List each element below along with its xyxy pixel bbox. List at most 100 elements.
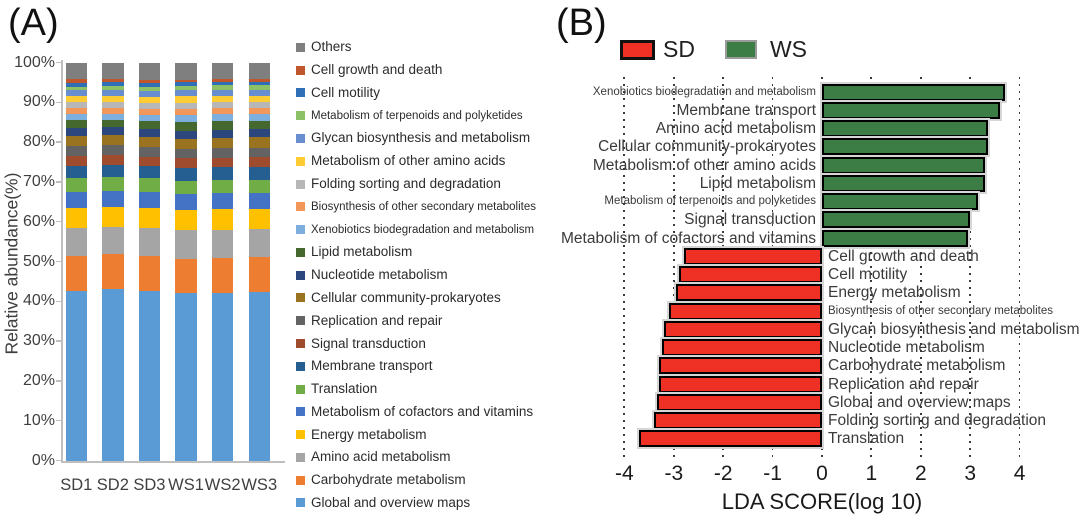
stacked-bar-segment — [138, 79, 161, 83]
x-axis-tick-label: -2 — [713, 462, 733, 485]
lda-bar-label: Translation — [828, 430, 905, 448]
stacked-bar-segment — [175, 210, 197, 231]
legend-label: Metabolism of terpenoids and polyketides — [311, 109, 523, 122]
y-axis-tick-mark — [56, 220, 61, 223]
stacked-bar-segment — [138, 191, 161, 208]
x-axis-tick-label: 2 — [914, 462, 927, 485]
y-axis-tick-mark — [56, 141, 61, 143]
stacked-bar-segment — [248, 62, 270, 79]
stacked-bar-segment — [175, 230, 197, 259]
stacked-bar-segment — [211, 62, 234, 79]
legend-swatch — [296, 316, 305, 326]
gridline — [919, 77, 922, 458]
stacked-bar-segment — [102, 191, 124, 207]
stacked-bar-segment — [102, 254, 124, 290]
gridline — [969, 77, 971, 458]
stacked-bar-segment — [175, 293, 197, 461]
legend-label-sd: SD — [663, 36, 695, 62]
legend-swatch — [296, 225, 305, 235]
legend-label: Lipid metabolism — [311, 244, 413, 260]
x-axis-category-label: SD3 — [133, 476, 166, 494]
legend-label: Xenobiotics biodegradation and metabolis… — [311, 223, 535, 236]
stacked-bar-segment — [175, 82, 197, 87]
y-axis-tick-label: 80% — [22, 133, 55, 151]
x-axis-tick-label: 4 — [1013, 462, 1026, 485]
stacked-bar-segment — [211, 121, 234, 130]
lda-bar-label: Energy metabolism — [828, 284, 961, 302]
lda-bar-label: Cell motility — [828, 266, 908, 284]
legend-label: Energy metabolism — [311, 426, 427, 442]
stacked-bar-segment — [102, 62, 124, 79]
lda-bar — [822, 120, 988, 137]
lda-bar-label: Biosynthesis of other secondary metaboli… — [828, 304, 1054, 317]
stacked-bar-segment — [102, 96, 124, 103]
stacked-bar-segment — [248, 107, 270, 115]
stacked-bar-segment — [138, 146, 161, 157]
legend-label: Metabolism of cofactors and vitamins — [311, 403, 534, 419]
stacked-bar-segment — [65, 177, 87, 192]
stacked-bar-segment — [138, 96, 161, 103]
stacked-bar-segment — [65, 291, 87, 461]
stacked-bar — [211, 62, 234, 461]
x-axis-category-label: WS2 — [204, 476, 241, 494]
stacked-bar-segment — [138, 156, 161, 167]
legend-swatch — [296, 156, 305, 166]
stacked-bar-segment — [65, 166, 87, 178]
y-axis-tick-label: 50% — [22, 252, 55, 270]
legend-item: Xenobiotics biodegradation and metabolis… — [296, 218, 534, 241]
panel-a-x-axis-line — [60, 460, 285, 463]
stacked-bar-segment — [175, 62, 197, 80]
stacked-bar-segment — [65, 114, 87, 121]
legend-swatch — [296, 430, 305, 440]
lda-bar-label: Nucleotide metabolism — [828, 339, 985, 357]
legend-swatch — [296, 293, 305, 303]
y-axis-tick-label: 60% — [22, 212, 55, 230]
stacked-bar-segment — [102, 119, 124, 128]
stacked-bar-segment — [138, 207, 161, 228]
stacked-bar-segment — [138, 290, 161, 461]
stacked-bar-segment — [102, 86, 124, 91]
stacked-bar-segment — [65, 207, 87, 228]
legend-item: Folding sorting and degradation — [296, 173, 501, 196]
legend-swatch — [296, 361, 305, 371]
stacked-bar-segment — [138, 178, 161, 192]
x-axis-tick-label: -3 — [664, 462, 684, 485]
lda-bar-label: Signal transduction — [684, 211, 816, 229]
y-axis-tick-mark — [56, 61, 61, 64]
y-axis-tick-mark — [56, 260, 61, 263]
lda-bar — [822, 174, 985, 192]
stacked-bar-segment — [65, 128, 87, 137]
lda-bar — [656, 393, 822, 411]
y-axis-tick-mark — [56, 101, 61, 104]
stacked-bar-segment — [102, 107, 124, 114]
stacked-bar-segment — [102, 145, 124, 156]
legend-label: Nucleotide metabolism — [311, 267, 448, 283]
legend-label: Membrane transport — [311, 358, 433, 374]
legend-item: Cellular community-prokaryotes — [296, 287, 501, 310]
stacked-bar-segment — [102, 127, 124, 136]
stacked-bar-segment — [211, 157, 234, 168]
stacked-bar-segment — [211, 258, 234, 293]
stacked-bar-segment — [102, 135, 124, 146]
stacked-bar-segment — [248, 137, 270, 148]
stacked-bar-segment — [65, 90, 87, 97]
legend-label: Amino acid metabolism — [311, 449, 451, 465]
legend-label: Signal transduction — [311, 335, 426, 351]
stacked-bar-segment — [175, 148, 197, 159]
stacked-bar-segment — [175, 122, 197, 131]
stacked-bar-segment — [248, 166, 270, 180]
legend-swatch — [296, 339, 305, 348]
legend-swatch-sd — [620, 39, 655, 60]
stacked-bar-segment — [175, 158, 197, 168]
legend-item: Biosynthesis of other secondary metaboli… — [296, 195, 536, 218]
y-axis-tick-label: 10% — [22, 411, 55, 429]
legend-swatch — [296, 42, 305, 52]
stacked-bar-segment — [211, 95, 234, 102]
lda-bar — [639, 430, 822, 448]
legend-swatch — [296, 88, 305, 98]
stacked-bar-segment — [138, 128, 161, 137]
legend-label: Global and overview maps — [311, 494, 471, 510]
lda-bar-label: Lipid metabolism — [699, 174, 816, 192]
legend-item: Cell growth and death — [296, 59, 442, 82]
stacked-bar-segment — [211, 209, 234, 230]
